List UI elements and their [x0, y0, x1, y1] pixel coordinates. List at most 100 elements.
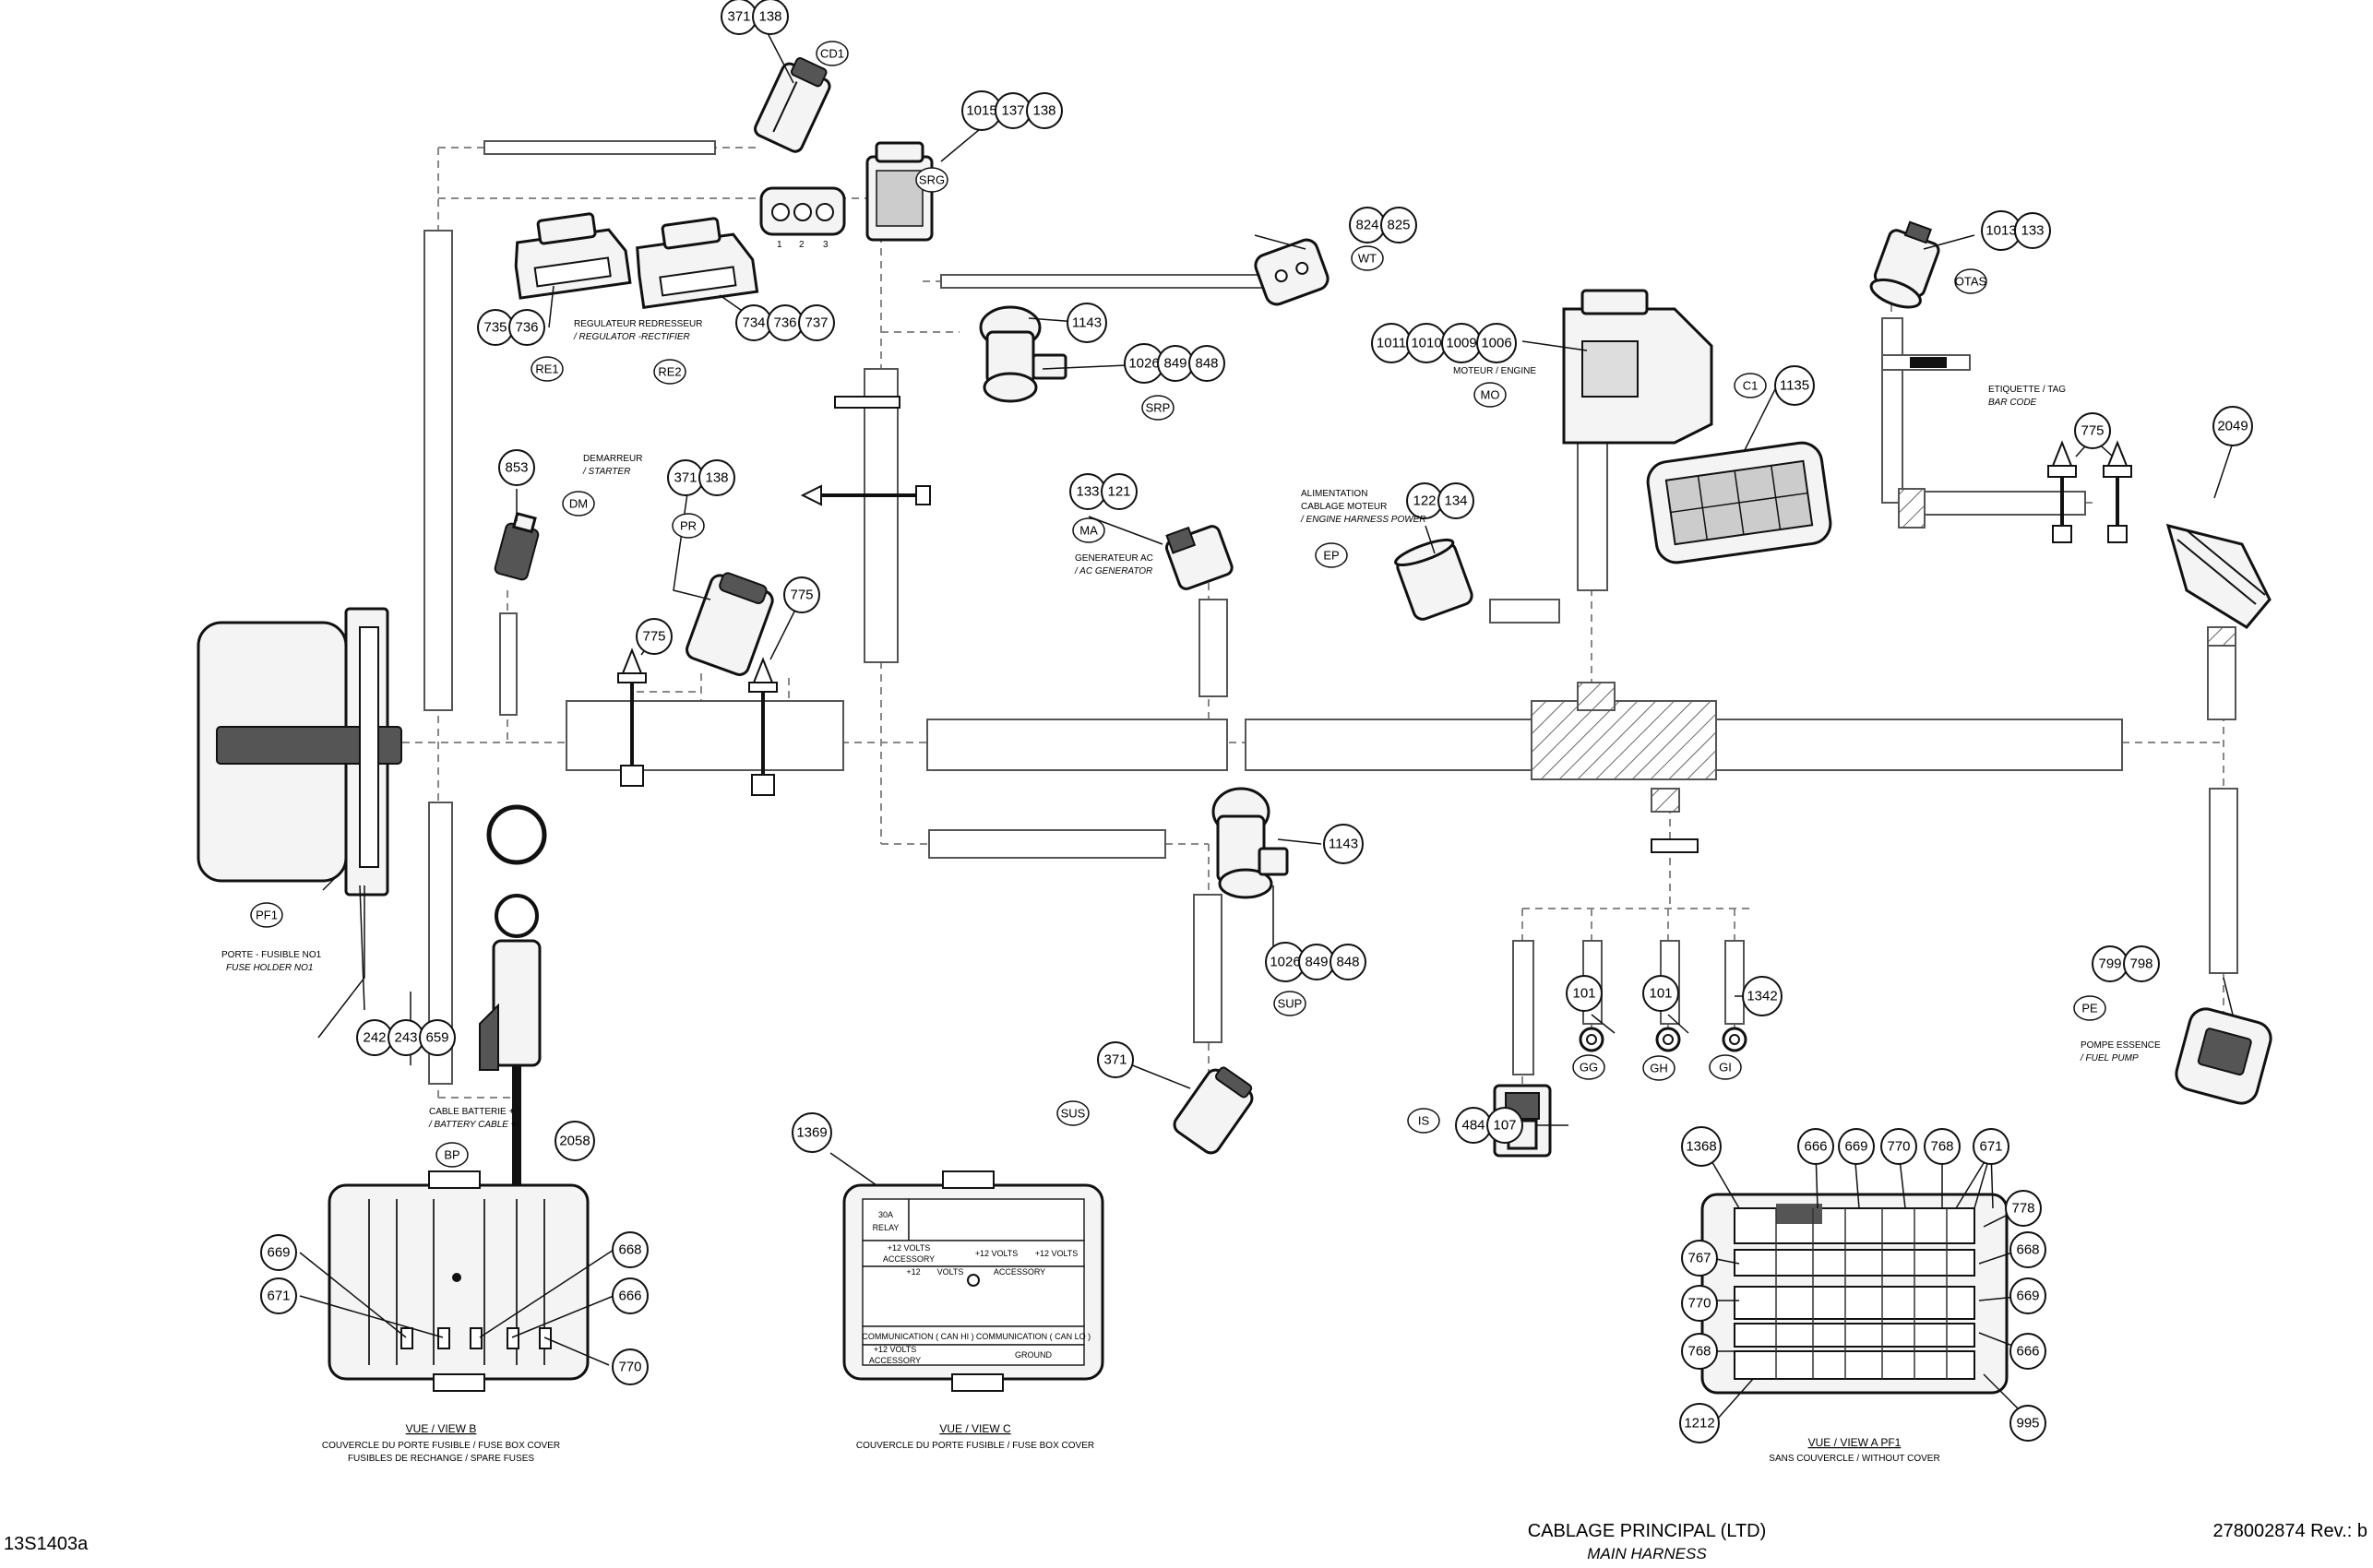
part-number: 107	[1493, 1118, 1516, 1134]
connector-label-re1: RE1	[531, 356, 564, 382]
svg-text:GH: GH	[1650, 1062, 1668, 1075]
part-number: 770	[1887, 1139, 1910, 1155]
part-number: 671	[1979, 1139, 2002, 1155]
connector-re1[interactable]	[510, 209, 632, 300]
push-clip-center[interactable]	[800, 396, 1699, 853]
connector-label-ma: MA	[1072, 517, 1105, 543]
fusebox-view-b	[328, 1170, 590, 1392]
part-bubble-group: 2058	[554, 1121, 595, 1161]
note-demarreur-fr: DEMARREUR	[583, 454, 642, 464]
part-bubble-group: 133 121	[1069, 473, 1138, 510]
part-number: 371	[1103, 1052, 1127, 1068]
connector-sus[interactable]	[1171, 1062, 1258, 1157]
connector-ep[interactable]	[1393, 535, 1474, 622]
connector-3pin[interactable]	[759, 186, 846, 236]
svg-text:SRP: SRP	[1146, 401, 1171, 415]
part-number: 770	[1687, 1296, 1711, 1312]
fusebox-c-r2c: +12 VOLTS	[975, 1249, 1019, 1258]
note-pompe-fr: POMPE ESSENCE	[2081, 1040, 2161, 1051]
connector-mo[interactable]	[1562, 289, 1713, 445]
connector-otas[interactable]	[1867, 217, 1944, 313]
fusebox-c-r3a: +12	[906, 1267, 920, 1277]
part-number: 1026	[1128, 356, 1159, 372]
part-bubble-group: 671	[1973, 1128, 2009, 1165]
part-bubble-group: 768	[1681, 1333, 1718, 1370]
part-bubble-group: 668	[612, 1231, 649, 1268]
connector-label-c1: C1	[1734, 373, 1767, 398]
part-bubble-group: 1342	[1742, 976, 1783, 1016]
footer-title: CABLAGE PRINCIPAL (LTD)	[1528, 1521, 1767, 1541]
connector-cd1[interactable]	[753, 53, 836, 153]
svg-text:CD1: CD1	[820, 47, 844, 61]
part-number: 1368	[1686, 1139, 1716, 1155]
connector-srg[interactable]	[865, 141, 934, 242]
note-gen-en: / AC GENERATOR	[1074, 566, 1152, 576]
ring-terminal-gi[interactable]	[1722, 1027, 1747, 1052]
part-number: 1212	[1684, 1416, 1714, 1431]
part-number: 371	[727, 9, 750, 25]
connector-label-re2: RE2	[653, 359, 686, 385]
part-number: 1013	[1985, 223, 2016, 239]
part-number: 121	[1107, 484, 1130, 500]
part-number: 137	[1001, 103, 1024, 119]
connector-re2[interactable]	[633, 214, 759, 310]
part-bubble-group: 1143	[1067, 303, 1107, 343]
connector-label-pr: PR	[672, 513, 705, 539]
connector-pe[interactable]	[2173, 1005, 2274, 1107]
note-porte-en: FUSE HOLDER NO1	[226, 963, 313, 973]
connector-pr[interactable]	[685, 568, 777, 677]
part-number: 242	[363, 1030, 386, 1046]
view-b-title: VUE / VIEW B	[406, 1422, 477, 1435]
part-number: 767	[1687, 1251, 1711, 1266]
fusebox-c-r5a: +12 VOLTS	[874, 1345, 917, 1354]
part-number: 775	[2081, 423, 2104, 439]
svg-text:RE2: RE2	[658, 365, 681, 379]
part-bubble-group: 775	[783, 576, 820, 613]
connector-label-sus: SUS	[1056, 1100, 1090, 1126]
part-number: 1011	[1377, 336, 1406, 351]
fusebox-c-r4b: COMMUNICATION ( CAN LO )	[976, 1332, 1091, 1341]
ring-terminal-gg[interactable]	[1579, 1027, 1604, 1052]
part-number: 666	[1804, 1139, 1827, 1155]
part-number: 848	[1336, 955, 1359, 970]
connector-c1[interactable]	[1645, 440, 1832, 564]
ring-terminal-gh[interactable]	[1655, 1027, 1681, 1052]
part-bubble-group: 775	[2074, 412, 2111, 449]
connector-ma[interactable]	[1163, 518, 1234, 591]
connector-dm[interactable]	[494, 511, 542, 581]
part-number: 2058	[559, 1134, 590, 1149]
part-bubble-group: 1212	[1679, 1403, 1720, 1443]
connector-srp[interactable]	[979, 305, 1067, 403]
part-bubble-group: 669	[2009, 1277, 2046, 1314]
fusebox-c-r2a: +12 VOLTS	[888, 1243, 931, 1253]
part-number: 671	[267, 1289, 290, 1304]
svg-text:PF1: PF1	[256, 909, 278, 922]
connector-pf1[interactable]	[197, 607, 402, 897]
part-number: 668	[2016, 1242, 2039, 1258]
part-number: 778	[2011, 1201, 2034, 1217]
note-regulateur-en: / REGULATOR -	[573, 332, 642, 342]
push-clip-775b[interactable]	[748, 657, 778, 796]
part-number: 669	[1844, 1139, 1867, 1155]
part-number: 666	[618, 1289, 641, 1304]
connector-label-is: IS	[1407, 1108, 1440, 1134]
push-clip-775a[interactable]	[617, 647, 647, 787]
part-number: 133	[1076, 484, 1099, 500]
connector-label-cd1: CD1	[816, 41, 849, 66]
part-number: 775	[790, 588, 813, 603]
connector-wt[interactable]	[1253, 237, 1331, 308]
fusebox-c-relay: 30A	[878, 1210, 893, 1219]
battery-cable-bp[interactable]	[479, 804, 547, 1190]
part-number: 995	[2016, 1416, 2039, 1431]
footer-right-code: 278002874 Rev.: b	[2212, 1521, 2367, 1541]
connector-sup[interactable]	[1211, 787, 1289, 899]
svg-text:PE: PE	[2081, 1002, 2098, 1016]
part-number: 1369	[796, 1125, 827, 1141]
part-number: 659	[425, 1030, 448, 1046]
push-clip-775c[interactable]	[2047, 440, 2132, 543]
